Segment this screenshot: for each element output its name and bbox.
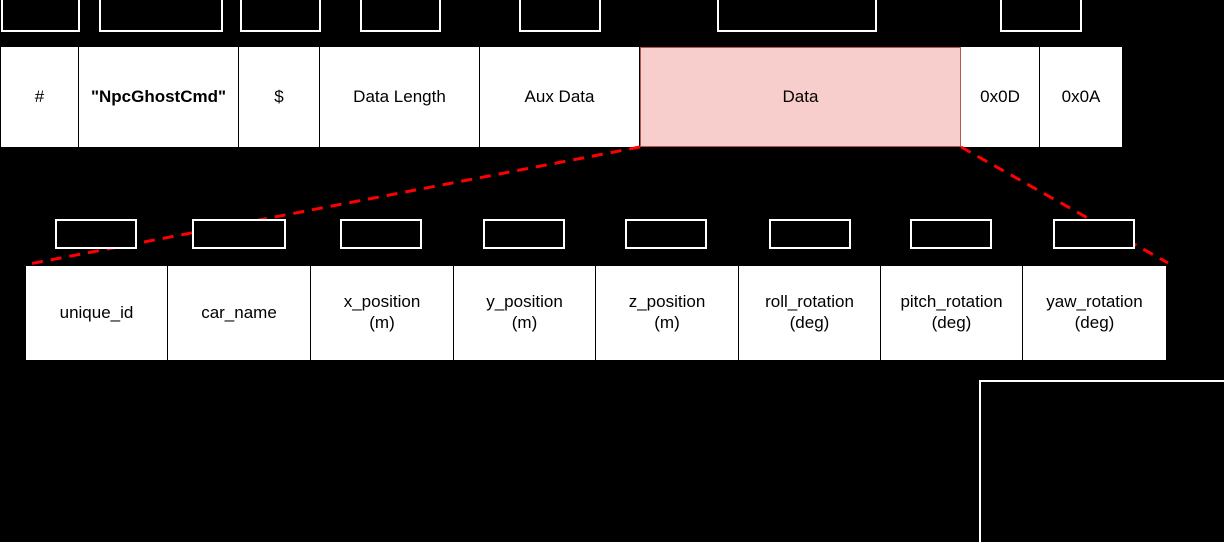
middle-annotation-box-1	[55, 219, 137, 249]
middle-annotation-box-8	[1053, 219, 1135, 249]
protocol-cell-: #	[1, 47, 79, 147]
field-cell-yaw_rotation-deg: yaw_rotation (deg)	[1023, 266, 1166, 360]
protocol-cell-data: Data	[640, 47, 961, 147]
protocol-cell-aux-data: Aux Data	[480, 47, 640, 147]
middle-annotation-box-2	[192, 219, 286, 249]
protocol-cell-0x0a: 0x0A	[1040, 47, 1122, 147]
middle-annotation-box-5	[625, 219, 707, 249]
field-cell-pitch_rotation-deg: pitch_rotation (deg)	[881, 266, 1023, 360]
top-annotation-box-4	[360, 0, 441, 32]
protocol-cell-0x0d: 0x0D	[961, 47, 1040, 147]
field-cell-roll_rotation-deg: roll_rotation (deg)	[739, 266, 881, 360]
top-annotation-box-5	[519, 0, 601, 32]
middle-annotation-box-7	[910, 219, 992, 249]
protocol-cell-: $	[239, 47, 320, 147]
field-cell-x_position-m: x_position (m)	[311, 266, 454, 360]
top-annotation-box-6	[717, 0, 877, 32]
middle-annotation-box-6	[769, 219, 851, 249]
field-cell-car_name: car_name	[168, 266, 311, 360]
top-annotation-box-2	[99, 0, 223, 32]
middle-annotation-box-4	[483, 219, 565, 249]
corner-annotation-box	[979, 380, 1224, 542]
field-cell-y_position-m: y_position (m)	[454, 266, 596, 360]
top-annotation-box-3	[240, 0, 321, 32]
middle-annotation-box-3	[340, 219, 422, 249]
protocol-cell-data-length: Data Length	[320, 47, 480, 147]
field-cell-z_position-m: z_position (m)	[596, 266, 739, 360]
protocol-cell-npcghostcmd: "NpcGhostCmd"	[79, 47, 239, 147]
top-annotation-box-1	[1, 0, 80, 32]
top-annotation-box-7	[1000, 0, 1082, 32]
field-cell-unique_id: unique_id	[26, 266, 168, 360]
